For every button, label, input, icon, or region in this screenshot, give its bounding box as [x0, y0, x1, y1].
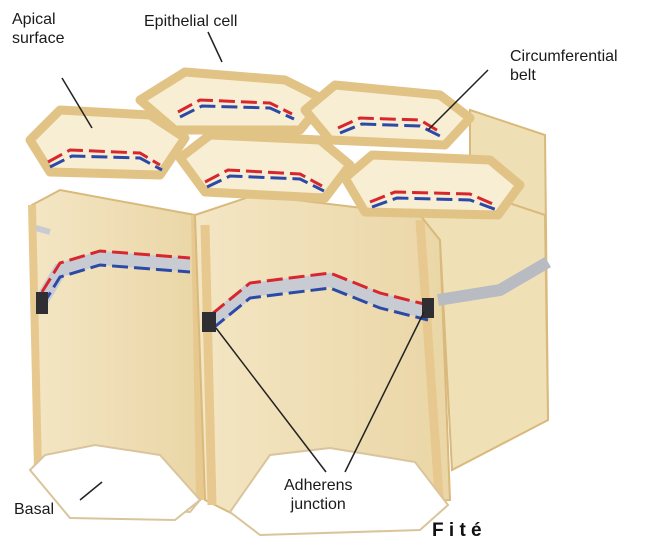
label-adherens-junction: Adherens junction	[284, 476, 353, 514]
junction-left	[36, 292, 48, 314]
caption-fragment: F i t é	[432, 520, 482, 542]
junction-front	[202, 312, 216, 332]
junction-right	[422, 298, 434, 318]
label-circumferential-belt: Circumferential belt	[510, 47, 618, 85]
label-basal: Basal	[14, 500, 54, 519]
cell-top-back-right	[305, 85, 470, 145]
cell-top-center	[180, 135, 350, 198]
cell-top-right	[345, 155, 520, 215]
leader-epithelial	[208, 32, 222, 62]
label-epithelial-cell: Epithelial cell	[144, 12, 237, 31]
label-apical-surface: Apical surface	[12, 10, 64, 48]
